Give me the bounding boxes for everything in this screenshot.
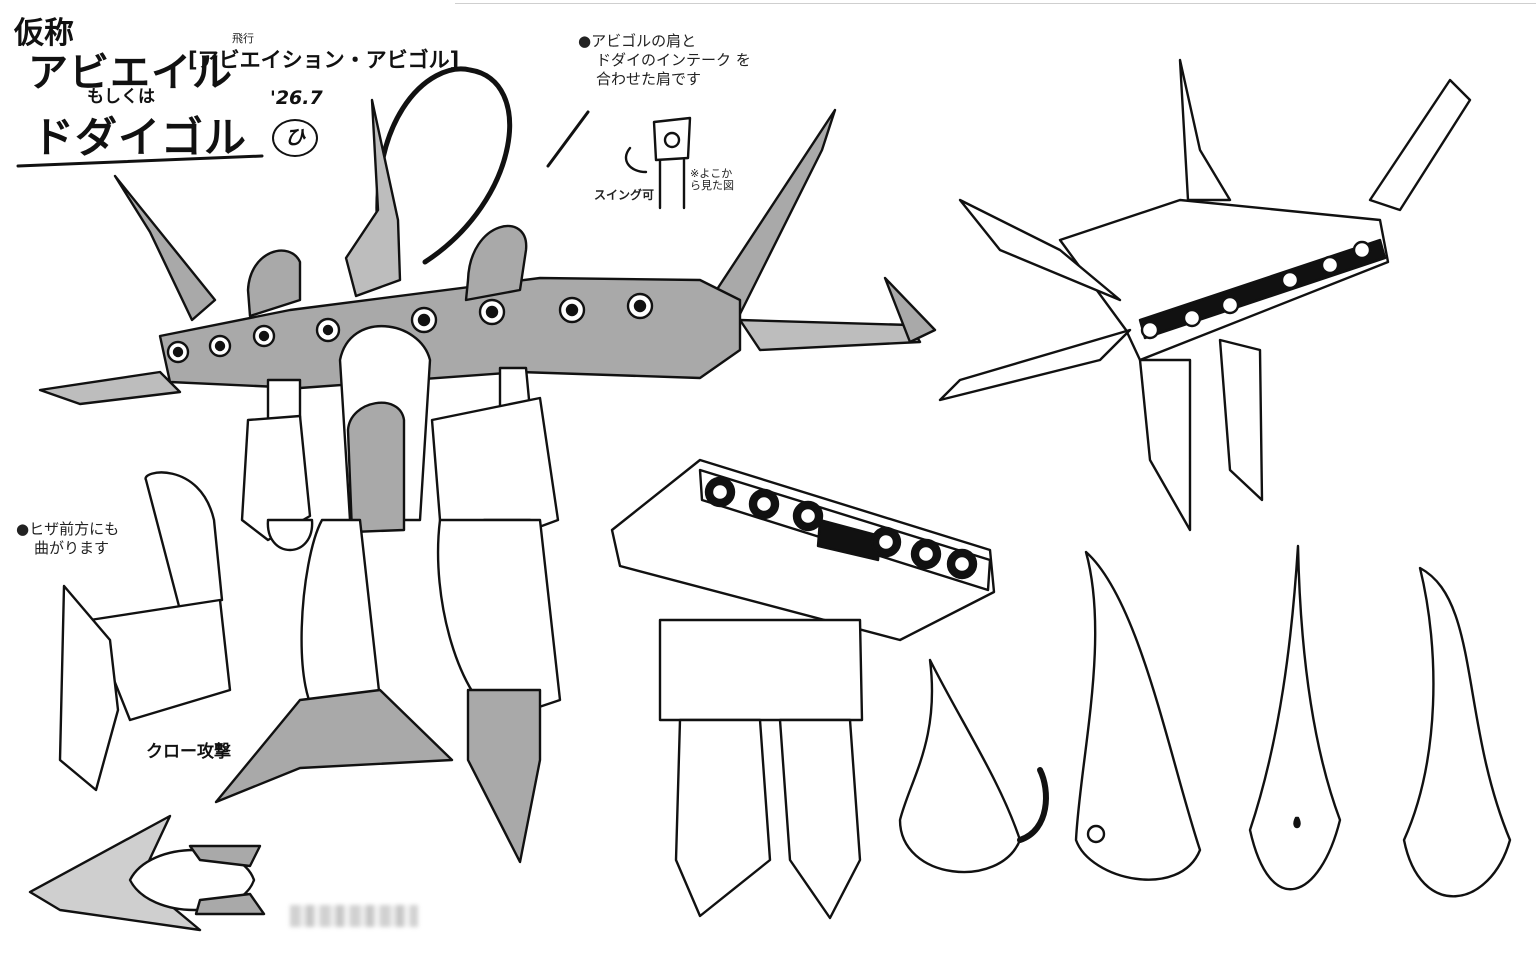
back-port-bar <box>816 518 882 562</box>
head-view-1 <box>898 658 1022 874</box>
back-leg-left <box>674 718 772 918</box>
left-fin <box>113 174 217 322</box>
right-fin <box>708 108 837 316</box>
head-view-4 <box>1402 566 1512 898</box>
title-ruby-flying: 飛行 <box>232 32 254 45</box>
note-shoulder-line-3: 合わせた肩です <box>596 70 702 88</box>
flight-wing-bottom <box>194 892 266 916</box>
flight-wing-top <box>188 844 262 868</box>
head-view-2 <box>1074 550 1202 881</box>
shoulder-swing-arrow <box>624 146 648 174</box>
shoulder-side-port <box>663 131 681 149</box>
title-bracket-text: [アビエイション・アビゴル] <box>188 48 460 72</box>
head-hose <box>375 66 513 265</box>
left-foot <box>214 688 454 804</box>
right-wing <box>738 318 922 352</box>
knee-shin <box>88 598 232 722</box>
tq-wing-right <box>1368 78 1472 212</box>
head-views <box>898 544 1512 898</box>
flight-body <box>128 848 256 912</box>
back-leg-right <box>778 718 862 920</box>
knee-detail <box>58 471 232 792</box>
shoulder-beam <box>158 276 742 390</box>
title-alt-conjunction: もしくは <box>87 87 155 107</box>
note-knee-line-1: ●ヒザ前方にも <box>16 520 120 538</box>
label-side-view: ※よこから見た図 <box>690 167 734 192</box>
head-view-2-port <box>1086 824 1106 844</box>
title-date: '26.7 <box>270 87 323 109</box>
head-view-3 <box>1248 544 1342 891</box>
tq-leg-right <box>1218 338 1264 502</box>
shoulder-side-sketch <box>624 116 692 210</box>
shoulder-side-box <box>652 116 692 162</box>
left-wing <box>38 370 182 406</box>
title-underline <box>16 154 264 168</box>
left-shoulder-intake <box>246 249 302 318</box>
artist-signature-seal: ひ <box>272 119 318 157</box>
label-swing: スイング可 <box>594 188 655 202</box>
left-fist <box>266 518 314 552</box>
title-prefix: 仮称 <box>14 16 74 51</box>
title-name: アビエイル <box>28 50 233 96</box>
right-forearm <box>430 396 560 542</box>
flight-silhouette <box>28 814 266 932</box>
back-body <box>658 618 864 722</box>
right-wing-tip <box>883 276 937 344</box>
note-shoulder-line-2: ドダイのインテーク を <box>596 51 751 69</box>
back-view <box>610 458 996 920</box>
left-upper-arm <box>266 378 302 422</box>
tq-leg-left <box>1138 358 1192 532</box>
tq-fin <box>1178 58 1232 202</box>
back-block <box>610 458 996 642</box>
three-quarter-view <box>938 58 1472 532</box>
tq-wing-low <box>938 328 1132 402</box>
head <box>344 98 402 298</box>
left-leg <box>300 518 382 722</box>
title-alt-name: ドダイゴル <box>32 113 248 162</box>
right-foot <box>466 688 542 864</box>
blurred-watermark <box>290 905 418 927</box>
tq-wing-left <box>958 198 1122 302</box>
head-view-3-slit <box>1293 816 1301 829</box>
note-shoulder-line-1: ●アビゴルの肩と <box>578 32 697 50</box>
knee-thigh <box>144 471 224 612</box>
right-shoulder-intake <box>464 224 528 302</box>
chest-intake <box>346 401 406 534</box>
head-view-1-hose <box>1017 767 1049 843</box>
check-mark <box>546 110 590 168</box>
note-knee-line-2: 曲がります <box>34 539 110 557</box>
label-claw-attack: クロー攻撃 <box>146 742 231 762</box>
knee-claw <box>58 584 120 792</box>
note-knee: ●ヒザ前方にも 曲がります <box>16 520 119 558</box>
frame-line <box>455 3 1536 4</box>
note-shoulder: ●アビゴルの肩と ドダイのインテーク を 合わせた肩です <box>578 32 751 89</box>
front-view-mecha <box>38 66 937 864</box>
